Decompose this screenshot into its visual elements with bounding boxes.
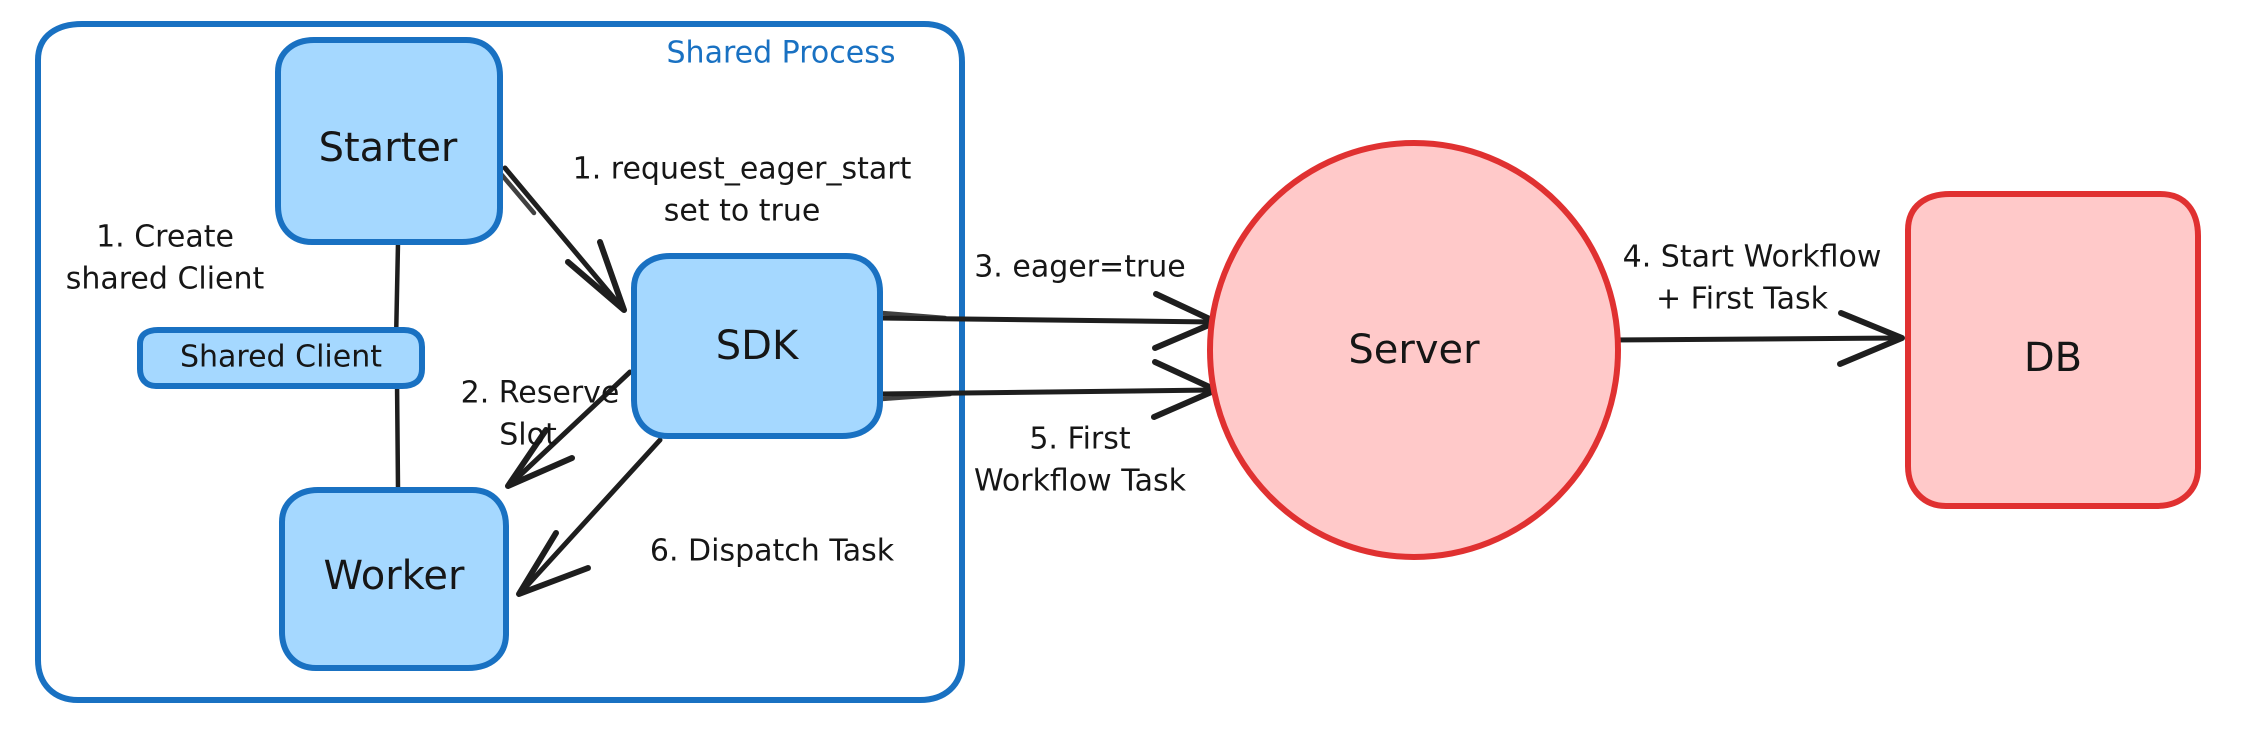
node-db-shape — [1905, 191, 2201, 509]
shared-process-border — [35, 21, 965, 703]
node-shared-client[interactable]: Shared Client — [137, 327, 425, 389]
edge-label-eager-true: 3. eager=true — [974, 250, 1186, 285]
edge-dispatch-task — [516, 437, 663, 597]
node-shared-client-shape — [137, 327, 425, 389]
edge-dispatch-task-arrowhead — [516, 530, 591, 597]
node-sdk-shape — [631, 253, 883, 439]
edge-label-reserve-slot: 2. Reserve Slot — [461, 376, 620, 453]
edge-label-request-eager-start: 1. request_eager_start set to true — [573, 152, 912, 229]
node-worker-shape — [279, 487, 509, 671]
node-starter-label: Starter — [319, 125, 458, 171]
edge-label-start-workflow-line-1: + First Task — [1656, 282, 1829, 317]
node-server-shape — [1207, 140, 1621, 560]
edge-request-eager-start-line-overlap — [498, 171, 537, 216]
edge-eager-true-line-overlap — [879, 310, 948, 321]
edge-label-create-shared-client-line-0: 1. Create — [96, 220, 234, 255]
edge-eager-true — [876, 291, 1219, 351]
edge-label-create-shared-client: 1. Create shared Client — [66, 220, 265, 297]
node-db-label: DB — [2024, 335, 2082, 381]
edge-start-workflow-arrowhead — [1837, 310, 1905, 367]
node-sdk-label: SDK — [716, 323, 800, 369]
edge-label-reserve-slot-line-1: Slot — [499, 418, 557, 453]
edge-request-eager-start — [498, 165, 627, 313]
node-worker[interactable]: Worker — [279, 487, 509, 671]
edge-create-shared-client-line-top — [393, 240, 401, 345]
node-starter-shape — [275, 37, 503, 245]
edge-label-start-workflow: 4. Start Workflow + First Task — [1623, 240, 1882, 317]
edge-first-workflow-task-line-overlap — [879, 391, 953, 402]
node-worker-label: Worker — [324, 553, 465, 599]
edge-label-first-workflow-task-line-1: Workflow Task — [974, 464, 1187, 499]
edge-label-request-eager-start-line-1: set to true — [664, 194, 821, 229]
node-starter[interactable]: Starter — [275, 37, 503, 245]
edge-reserve-slot — [505, 369, 633, 489]
node-server[interactable]: Server — [1207, 140, 1621, 560]
edge-label-dispatch-task: 6. Dispatch Task — [650, 534, 895, 569]
edge-label-first-workflow-task-line-0: 5. First — [1029, 422, 1131, 457]
edge-reserve-slot-arrowhead — [505, 427, 575, 489]
edge-label-first-workflow-task: 5. First Workflow Task — [974, 422, 1187, 499]
group-shared-process: Shared Process — [35, 21, 965, 703]
edge-start-workflow-line — [1605, 335, 1903, 343]
node-sdk[interactable]: SDK — [631, 253, 883, 439]
edge-label-dispatch-task-line-0: 6. Dispatch Task — [650, 534, 895, 569]
edge-start-workflow — [1605, 310, 1905, 367]
edge-request-eager-start-line — [502, 165, 621, 306]
edge-dispatch-task-line — [522, 437, 663, 591]
edge-label-eager-true-line-0: 3. eager=true — [974, 250, 1186, 285]
edge-reserve-slot-line — [512, 369, 633, 483]
shared-process-title: Shared Process — [667, 36, 896, 71]
edge-create-shared-client — [393, 240, 401, 491]
edge-label-create-shared-client-line-1: shared Client — [66, 262, 265, 297]
node-shared-client-label: Shared Client — [180, 340, 382, 375]
edge-label-start-workflow-line-0: 4. Start Workflow — [1623, 240, 1882, 275]
edge-create-shared-client-line-bottom — [394, 377, 401, 491]
node-db[interactable]: DB — [1905, 191, 2201, 509]
edge-request-eager-start-arrowhead — [565, 239, 627, 313]
edge-label-reserve-slot-line-0: 2. Reserve — [461, 376, 620, 411]
edge-first-workflow-task — [876, 359, 1219, 420]
node-server-label: Server — [1348, 327, 1480, 373]
edge-label-request-eager-start-line-0: 1. request_eager_start — [573, 152, 912, 187]
